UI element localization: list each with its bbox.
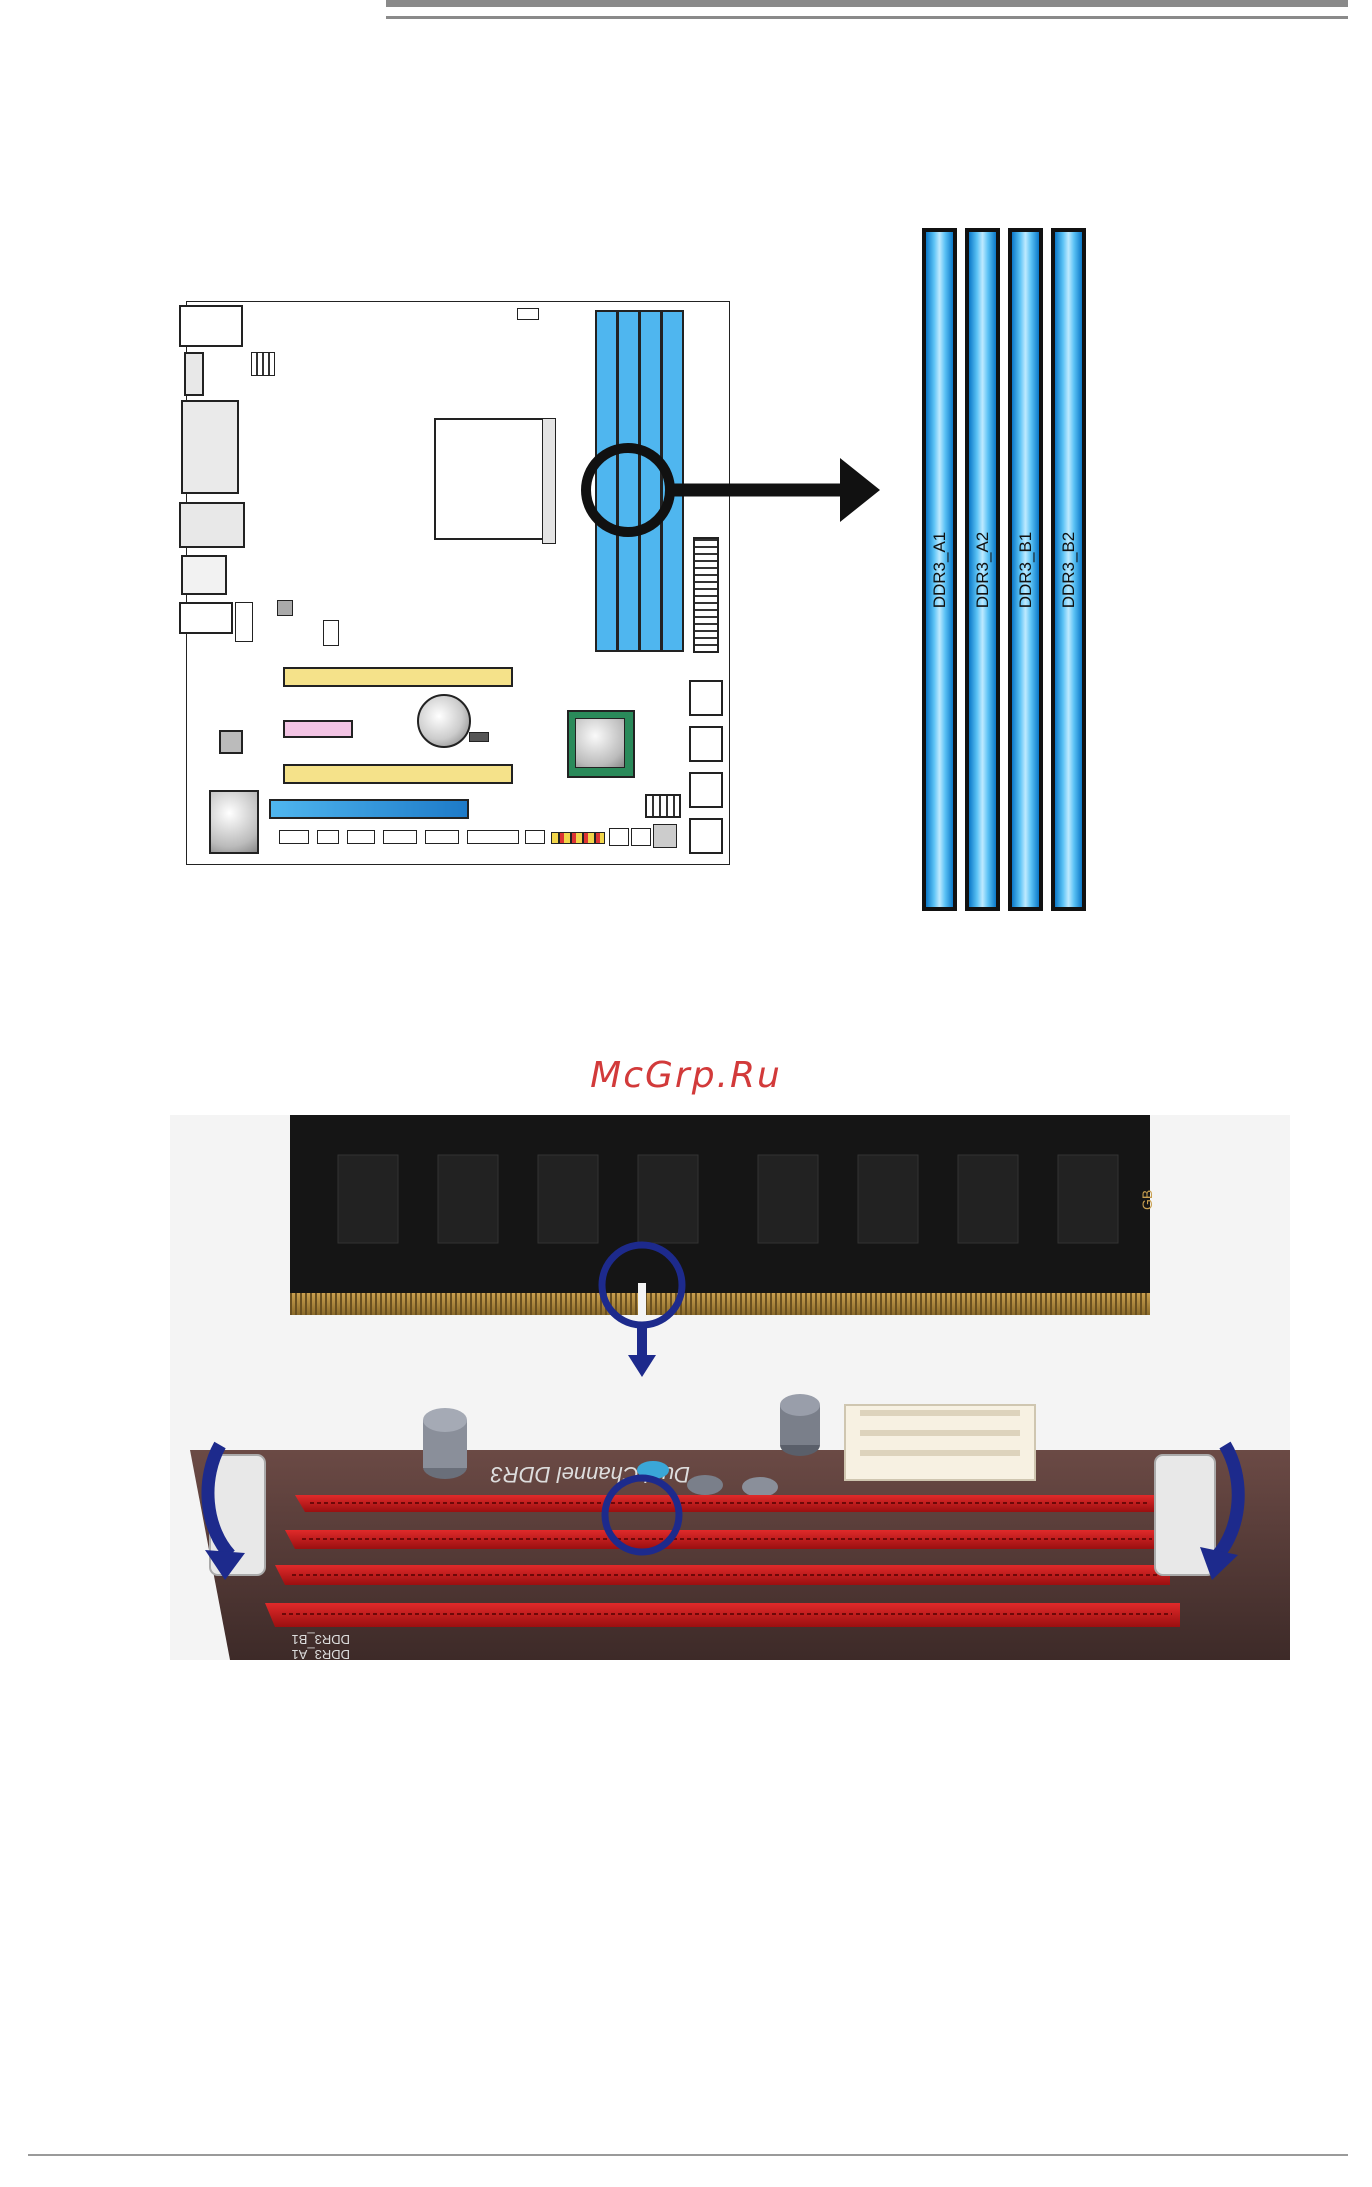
memory-chip — [958, 1155, 1018, 1243]
dimm-slot-label: DDR3_A2 — [973, 531, 993, 608]
dimm-slot-label: DDR3_B2 — [1059, 531, 1079, 608]
memory-module-pcb — [290, 1115, 1150, 1315]
dimm-slot-diagram: DDR3_A1 DDR3_A2 DDR3_B1 DDR3_B2 — [0, 0, 1372, 1000]
capacitor-top — [780, 1394, 820, 1416]
memory-chip — [858, 1155, 918, 1243]
footer-rule — [28, 2154, 1348, 2156]
dimm-slot-label: DDR3_B1 — [1016, 531, 1036, 608]
memory-chip — [638, 1155, 698, 1243]
capacitor — [742, 1477, 778, 1497]
dimm-slot-a1: DDR3_A1 — [922, 228, 957, 911]
dimm-slot-b1: DDR3_B1 — [1008, 228, 1043, 911]
dimm-slot-a2: DDR3_A2 — [965, 228, 1000, 911]
memory-chip — [338, 1155, 398, 1243]
memory-chip — [538, 1155, 598, 1243]
memory-chip — [758, 1155, 818, 1243]
dimm-slot-b2: DDR3_B2 — [1051, 228, 1086, 911]
dimm-slot-label: DDR3_A1 — [930, 531, 950, 608]
capacitor — [687, 1475, 723, 1495]
memory-chip — [1058, 1155, 1118, 1243]
silkscreen-label: DDR3_A1 — [291, 1647, 350, 1660]
motherboard-surface — [190, 1450, 1290, 1660]
memory-chip — [438, 1155, 498, 1243]
memory-install-photo: Dual Channel DDR3 DDR3_B1 DDR3_A1 GB — [170, 1115, 1290, 1660]
watermark: McGrp.Ru — [0, 1055, 1372, 1096]
capacitor-top — [423, 1408, 467, 1432]
memory-module-key-notch — [638, 1283, 646, 1317]
module-brand-mark: GB — [1139, 1190, 1155, 1210]
atx-power-connector — [845, 1405, 1035, 1480]
silkscreen-label: DDR3_B1 — [291, 1632, 350, 1647]
